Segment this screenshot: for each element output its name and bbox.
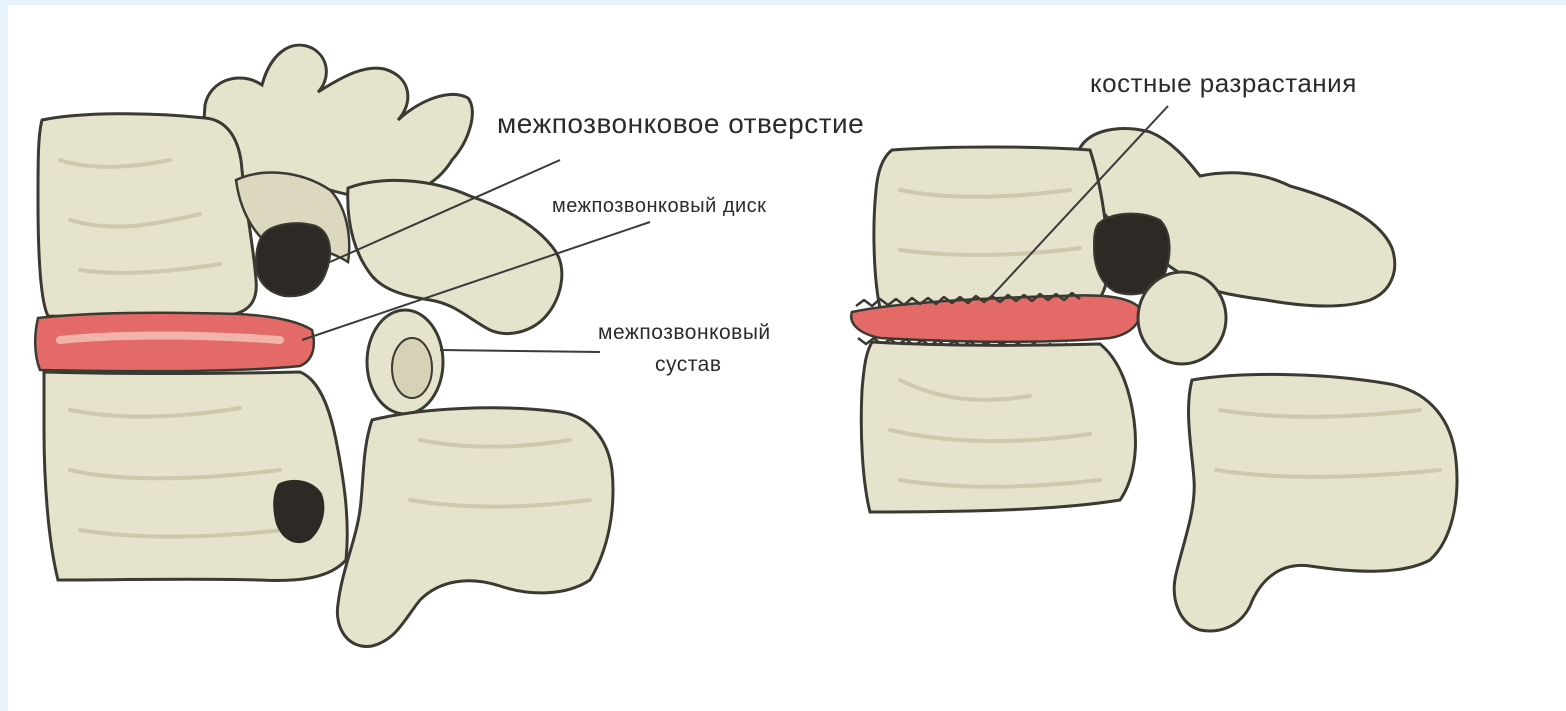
facet-joint-inner [392,338,432,398]
lower-spinous-process [337,408,613,647]
degenerated-lower-process [1174,374,1457,631]
upper-transverse-process [348,180,562,333]
label-bone-growths: костные разрастания [1090,70,1357,96]
label-facet-joint-line1: межпозвонковый [598,322,771,343]
intervertebral-foramen [256,223,330,296]
degenerated-facet-joint [1138,272,1226,364]
degenerated-spine-segment [851,129,1457,631]
leader-line-joint [440,350,600,352]
label-intervertebral-disc: межпозвонковый диск [552,196,766,216]
label-intervertebral-foramen: межпозвонковое отверстие [497,110,864,138]
label-facet-joint-line2: сустав [655,354,721,375]
upper-vertebral-body [38,114,256,318]
degenerated-upper-body [874,147,1108,311]
